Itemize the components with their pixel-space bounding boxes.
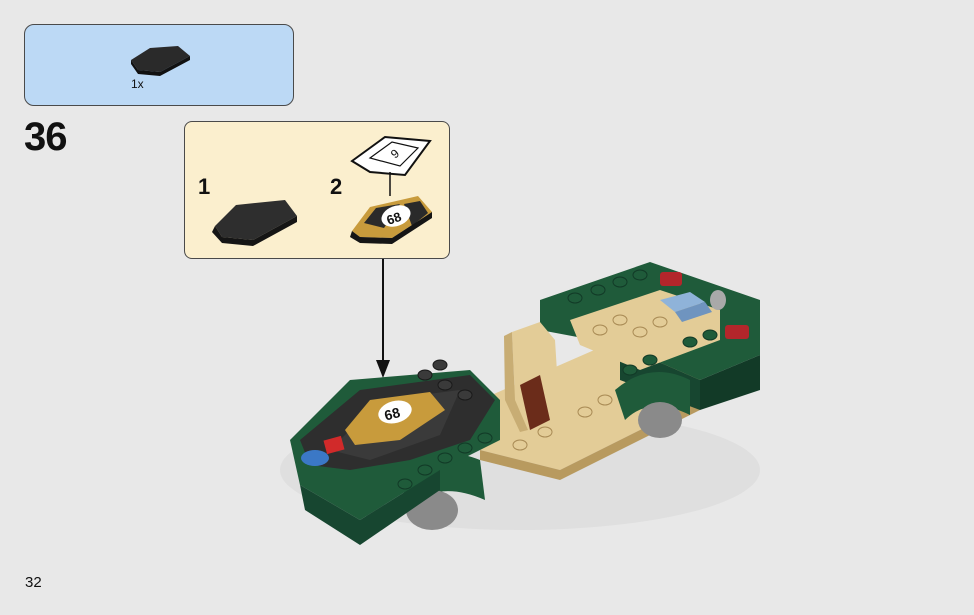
parts-count: 1x [131,77,144,91]
substep2-wedge-icon: 68 [350,196,432,244]
sticker-sheet-icon: 9 [350,135,432,196]
car-model: 68 [280,262,760,545]
step-number: 36 [24,115,67,159]
substep-number-1: 1 [198,174,211,199]
svg-text:68: 68 [383,404,402,424]
page-number: 32 [25,574,42,591]
part-icon-black-wedge [131,46,190,76]
substep1-wedge-icon [212,200,297,246]
substep-number-2: 2 [330,174,343,199]
sticker-number: 68 [385,209,404,228]
placement-arrow [376,259,390,378]
